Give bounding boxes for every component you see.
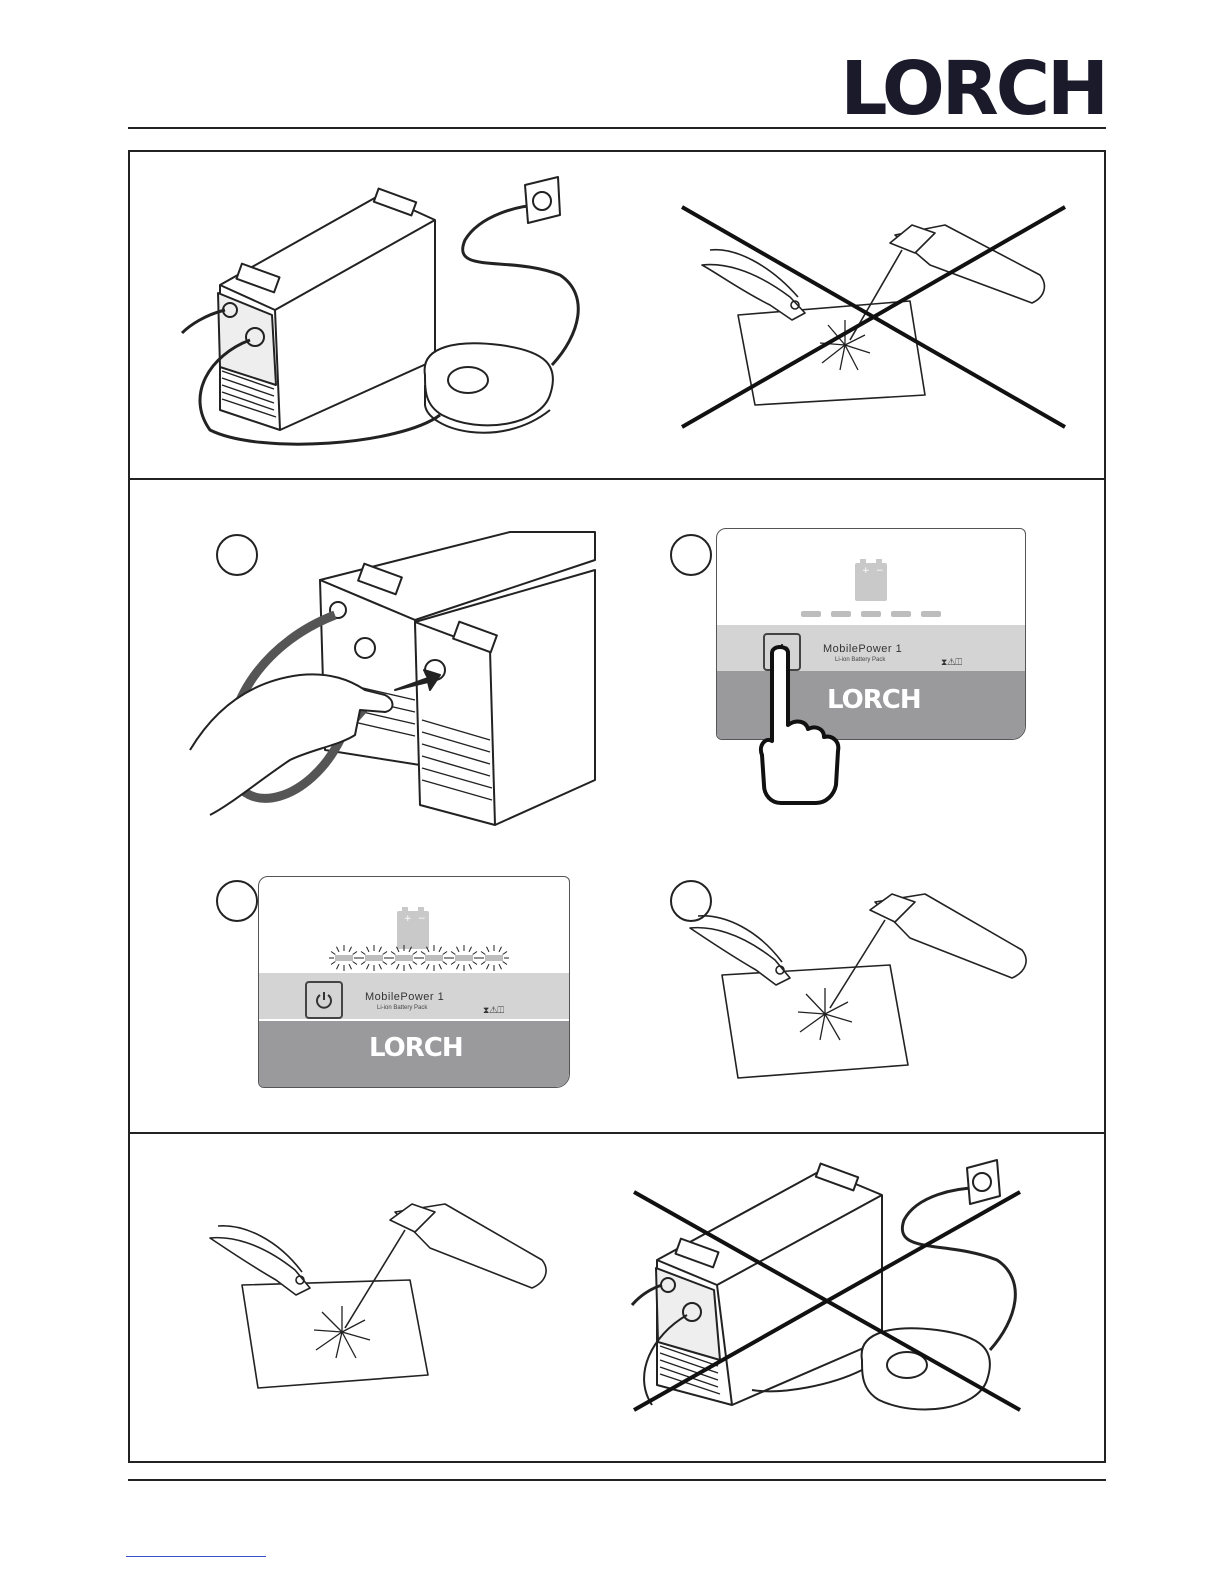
flashing-leds bbox=[329, 941, 509, 975]
row-divider-1 bbox=[128, 478, 1106, 480]
warning-icons: ⧗⚠◫ bbox=[483, 1005, 504, 1016]
charge-led-2 bbox=[831, 611, 851, 617]
power-icon bbox=[315, 991, 333, 1009]
model-name: MobilePower 1 bbox=[365, 991, 444, 1003]
battery-display-charging: + − MobilePower 1 Li-ion Battery Pack ⧗⚠… bbox=[258, 876, 570, 1088]
battery-icon: + − bbox=[853, 557, 889, 603]
svg-text:−: − bbox=[418, 914, 426, 924]
display-brand: LORCH bbox=[369, 1033, 463, 1063]
svg-text:+: + bbox=[404, 914, 412, 924]
svg-text:−: − bbox=[876, 566, 884, 576]
flashing-led bbox=[425, 955, 443, 961]
flashing-led bbox=[335, 955, 353, 961]
footer-link-underline bbox=[126, 1556, 266, 1557]
flashing-led bbox=[455, 955, 473, 961]
charge-led-5 bbox=[921, 611, 941, 617]
charge-led-3 bbox=[861, 611, 881, 617]
charge-led-4 bbox=[891, 611, 911, 617]
row-divider-2 bbox=[128, 1132, 1106, 1134]
header-rule bbox=[128, 127, 1106, 129]
flashing-led bbox=[485, 955, 503, 961]
model-subtitle: Li-ion Battery Pack bbox=[377, 1005, 427, 1011]
svg-text:+: + bbox=[862, 566, 870, 576]
power-button[interactable] bbox=[305, 981, 343, 1019]
flashing-led bbox=[365, 955, 383, 961]
step-circle-2 bbox=[670, 534, 712, 576]
step-circle-3 bbox=[216, 880, 258, 922]
lorch-logo: LORCH bbox=[840, 52, 1106, 126]
warning-icons: ⧗⚠◫ bbox=[941, 657, 962, 668]
flashing-led bbox=[395, 955, 413, 961]
footer-rule bbox=[128, 1479, 1106, 1481]
charge-led-1 bbox=[801, 611, 821, 617]
